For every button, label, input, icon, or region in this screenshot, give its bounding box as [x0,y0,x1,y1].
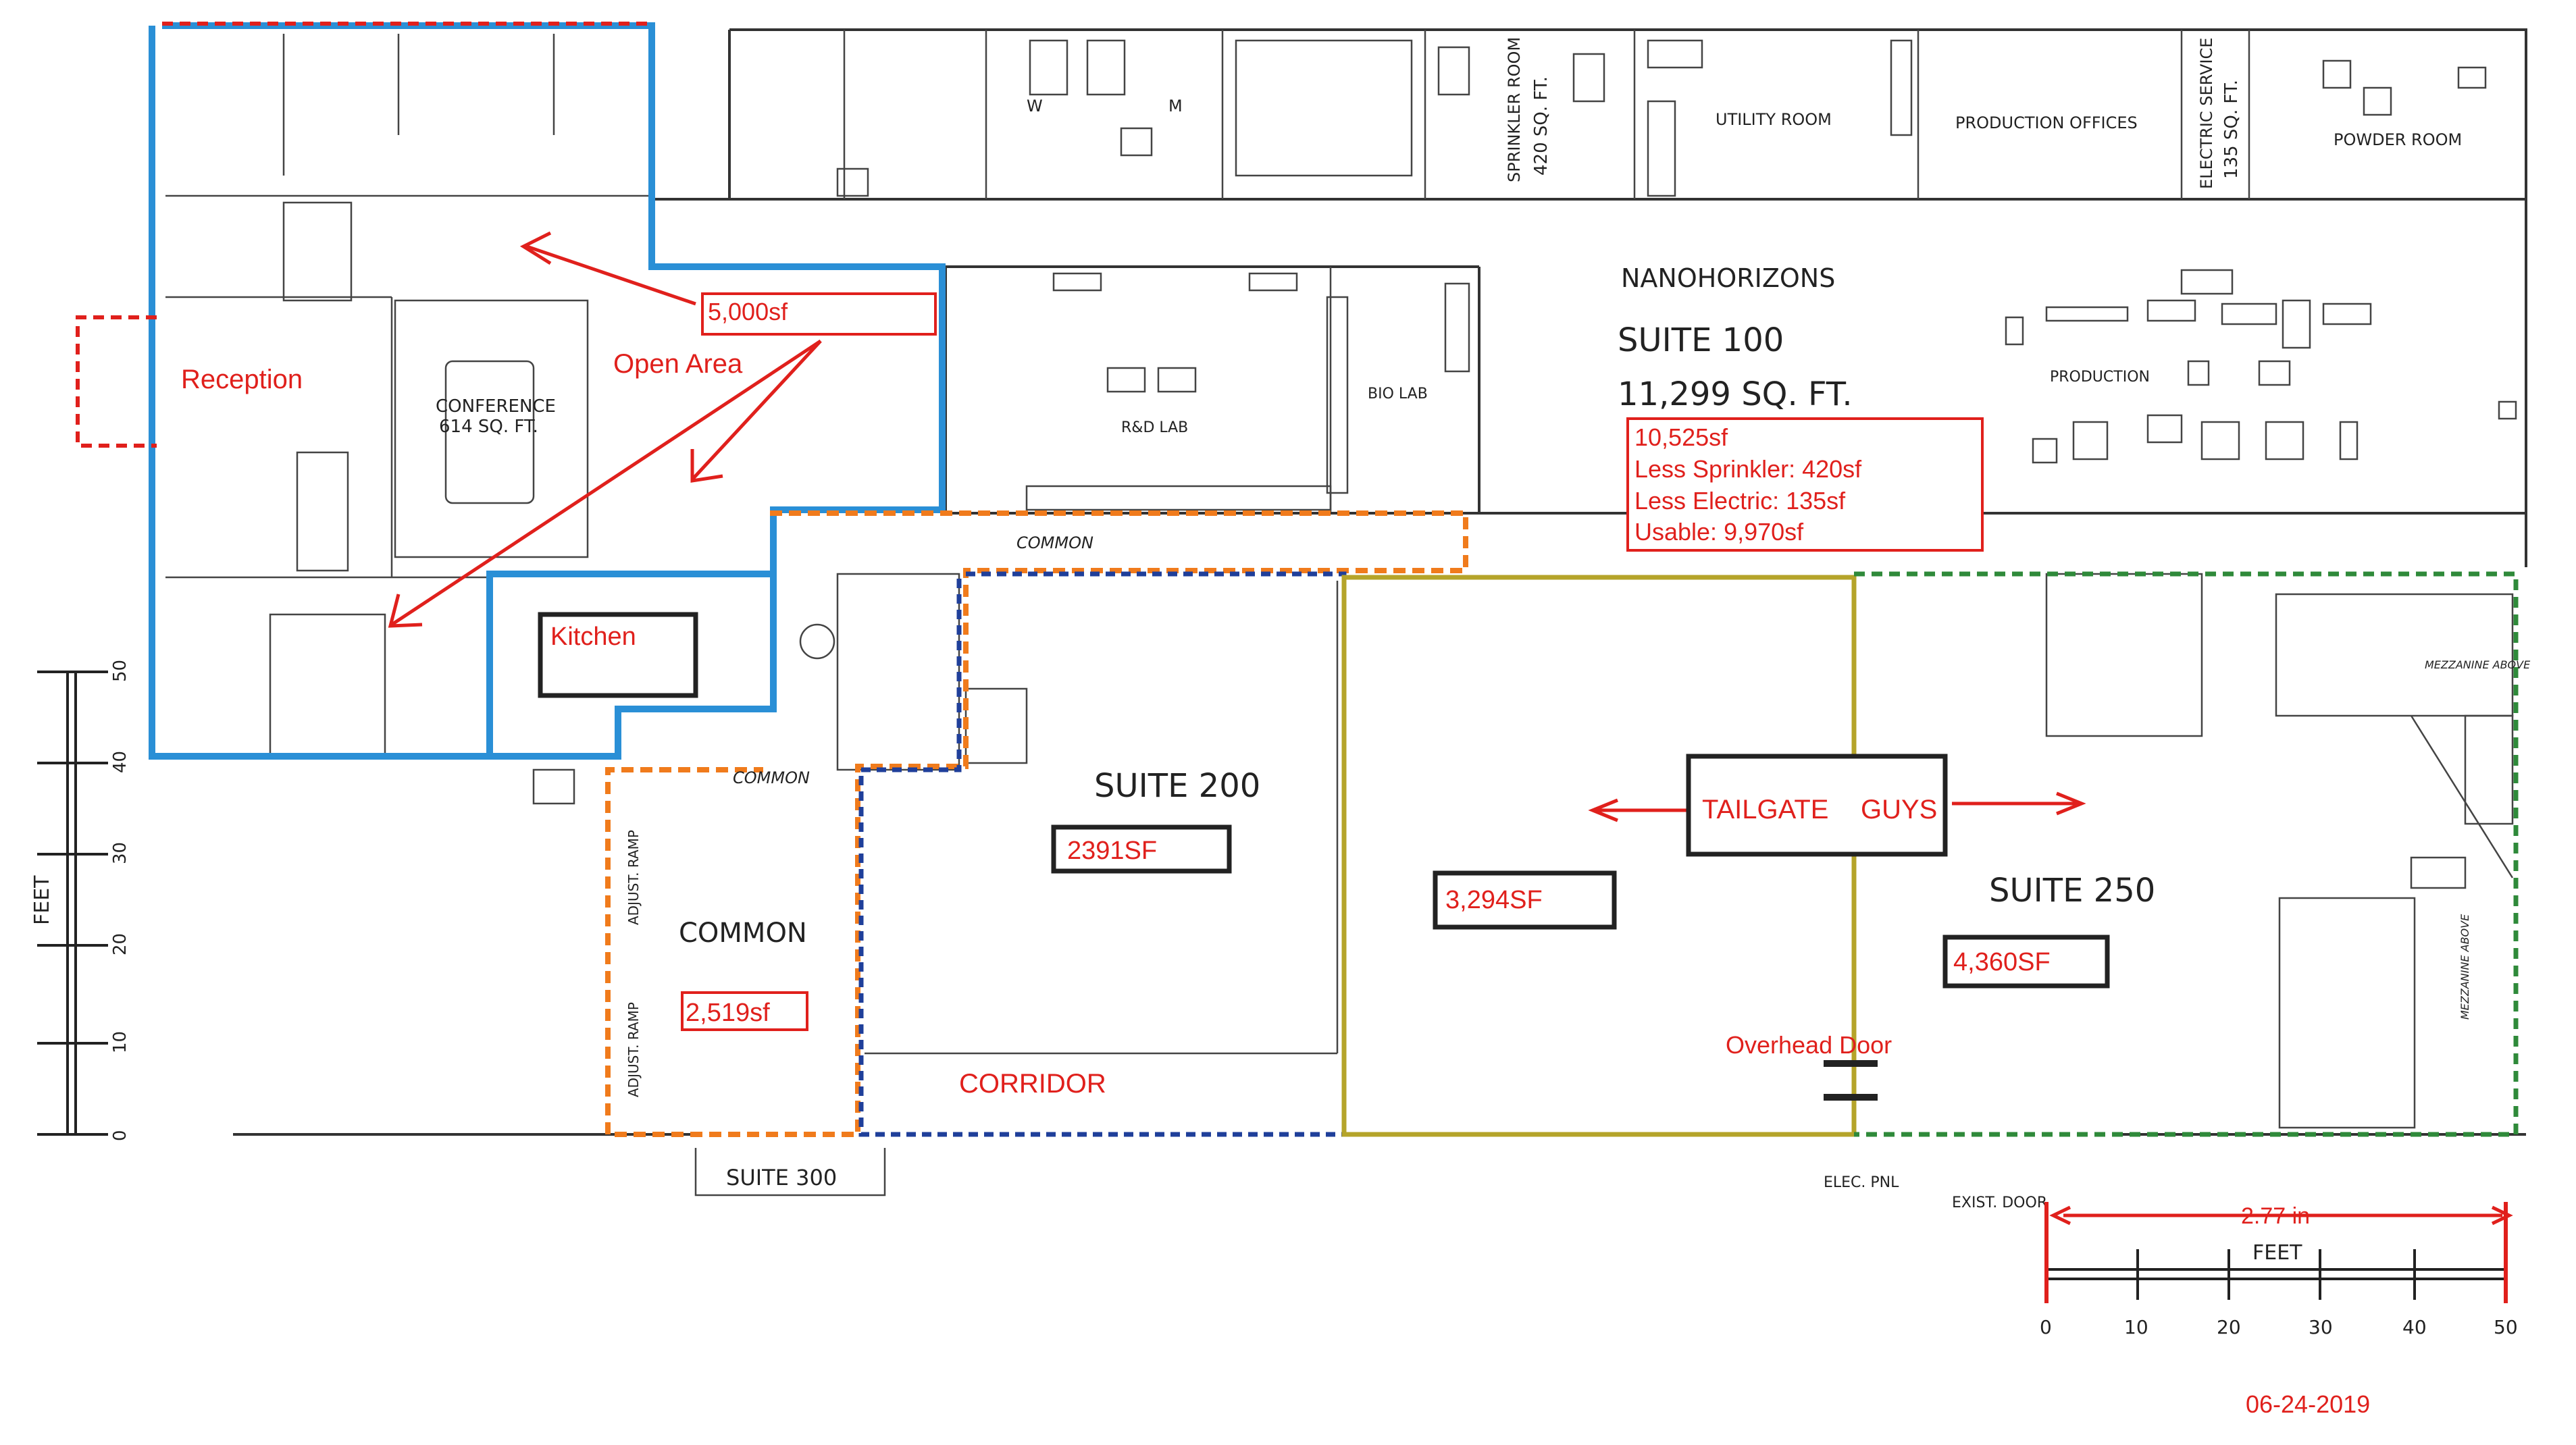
bottom-scale: 2.77 in FEET 0 10 20 30 40 50 [2040,1202,2518,1338]
company-title: NANOHORIZONS [1621,263,1835,293]
suite200-area-box [1051,824,1232,874]
electric-service-label: ELECTRIC SERVICE [2197,38,2216,189]
corridor-label: CORRIDOR [959,1069,1106,1099]
men-label: M [1168,97,1183,115]
annotation-arrows [388,231,2513,1226]
bottom-scale-tick-0: 0 [2040,1316,2052,1338]
tailgate-label-b: GUYS [1861,795,1937,824]
suite300-label: SUITE 300 [726,1165,837,1190]
left-scale-tick-40: 40 [110,751,130,773]
adjust-ramp-2-label: ADJUST. RAMP [625,1002,642,1097]
bottom-scale-label: FEET [2252,1241,2302,1265]
women-label: W [1027,97,1043,115]
production-label: PRODUCTION [2050,369,2150,386]
suite100-sqft: 11,299 SQ. FT. [1618,375,1853,413]
common-lower-label: COMMON [733,768,810,787]
tailgate-area-box [1433,870,1617,930]
left-scale: FEET 50 40 30 20 10 0 [30,660,130,1141]
common-area-box [681,991,808,1031]
suite250-label: SUITE 250 [1989,872,2155,910]
common-label: COMMON [679,918,807,949]
bottom-scale-tick-10: 10 [2124,1316,2148,1338]
left-scale-tick-20: 20 [110,933,130,955]
open-area-label: Open Area [613,349,743,379]
office-area-label: 5,000sf [708,298,788,325]
red-boxes [681,292,1984,1031]
conference-table [444,360,535,504]
office-area-box [701,292,937,336]
conference-sqft: 614 SQ. FT. [439,417,538,437]
plan-date: 06-24-2019 [2246,1390,2370,1418]
adjust-ramp-1-label: ADJUST. RAMP [625,830,642,925]
electric-service-sqft: 135 SQ. FT. [2221,80,2242,179]
powder-room-label: POWDER ROOM [2334,130,2462,149]
bio-lab-label: BIO LAB [1368,386,1428,402]
suite100-calc-line-1: 10,525sf [1634,423,1728,451]
kitchen-label: Kitchen [550,623,636,651]
bottom-scale-tick-30: 30 [2309,1316,2333,1338]
suite100-calc-line-4: Usable: 9,970sf [1634,518,1804,546]
overhead-door-marks [1824,1060,1878,1101]
suite200-area: 2391SF [1067,837,1157,865]
tailgate-label-a: TAILGATE [1702,795,1828,824]
bottom-scale-tick-40: 40 [2402,1316,2427,1338]
office-outline [149,22,946,760]
suite250-area: 4,360SF [1953,948,2051,976]
bottom-scale-ruler: 2.77 in [2241,1203,2310,1229]
left-scale-tick-0: 0 [110,1130,130,1141]
suite100-calc-box [1626,417,1984,552]
suite100-calc-line-2: Less Sprinkler: 420sf [1634,455,1862,483]
common-outline [605,510,1468,1137]
suite250-outline [1854,571,2519,1137]
tailgate-label-box [1686,754,1948,857]
exist-door-label: EXIST. DOOR [1952,1194,2047,1211]
reception-label: Reception [181,365,303,394]
suite250-area-box [1942,935,2110,989]
suite100-calc-line-3: Less Electric: 135sf [1634,487,1846,515]
elec-pnl-label: ELEC. PNL [1824,1174,1899,1191]
production-offices-label: PRODUCTION OFFICES [1955,113,2138,132]
rd-lab-label: R&D LAB [1121,419,1188,436]
area-boxes [538,612,2110,989]
mezzanine-above-1-label: MEZZANINE ABOVE [2425,658,2531,671]
reception-outline [76,315,157,448]
suite-outlines [76,22,2519,1137]
suite200-outline [858,571,1347,1137]
suite100-label: SUITE 100 [1618,321,1784,359]
plan-labels: NANOHORIZONS SUITE 100 11,299 SQ. FT. 10… [181,37,2531,1418]
suite200-label: SUITE 200 [1094,767,1260,805]
left-scale-label: FEET [30,875,54,925]
common-upper-label: COMMON [1016,533,1093,552]
bottom-scale-tick-20: 20 [2217,1316,2241,1338]
sprinkler-room-label: SPRINKLER ROOM [1505,37,1524,182]
tailgate-area: 3,294SF [1445,886,1543,914]
common-area: 2,519sf [686,999,770,1027]
left-scale-tick-30: 30 [110,842,130,864]
utility-room-label: UTILITY ROOM [1716,110,1832,129]
conference-label: CONFERENCE [436,396,556,417]
mezzanine-above-2-label: MEZZANINE ABOVE [2458,914,2471,1020]
overhead-door-label: Overhead Door [1726,1031,1892,1059]
left-scale-tick-10: 10 [110,1031,130,1053]
kitchen-box [538,612,698,698]
bottom-scale-tick-50: 50 [2494,1316,2518,1338]
left-scale-tick-50: 50 [110,660,130,682]
kitchen-outline [486,571,773,756]
sprinkler-room-sqft: 420 SQ. FT. [1531,76,1551,176]
